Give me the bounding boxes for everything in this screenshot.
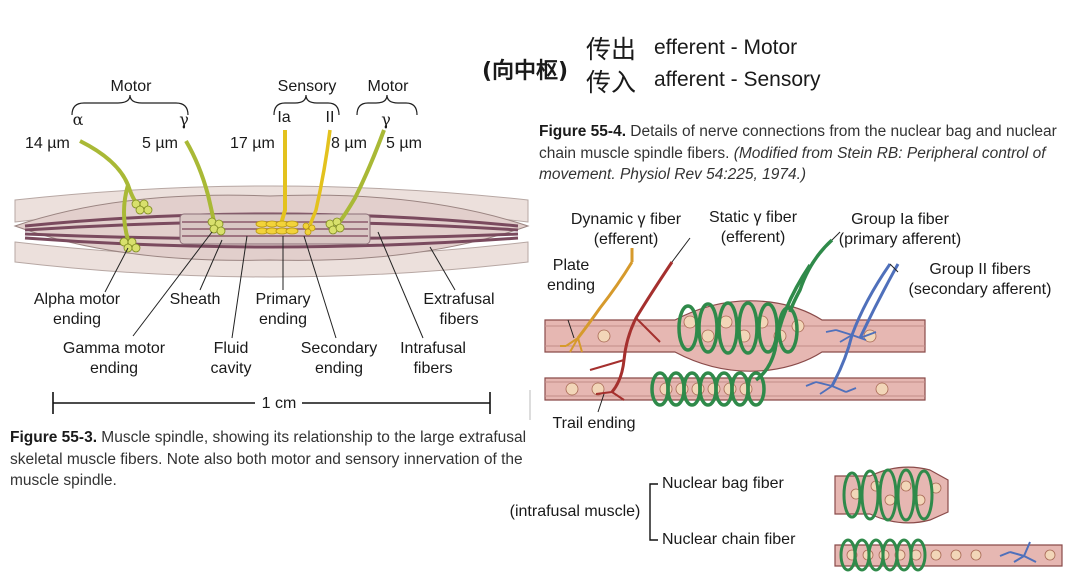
- leader-static: [671, 237, 691, 263]
- cn-efferent-en: efferent - Motor: [654, 36, 798, 59]
- figure-55-3-caption-text: Muscle spindle, showing its relationship…: [10, 429, 527, 489]
- cn-afferent: 传入: [586, 68, 637, 97]
- diameter-14: 14 µm: [25, 135, 70, 152]
- fiber-label-ia: Ia: [277, 109, 291, 126]
- scale-label: 1 cm: [261, 395, 297, 412]
- leader-alpha: [104, 247, 129, 293]
- gamma2-motor-ending: [325, 217, 345, 235]
- label-primary-ending: Primary ending: [255, 291, 311, 328]
- legend-bag-spiral: [842, 468, 934, 522]
- group-ii-fiber-2: [858, 263, 900, 339]
- figure-55-3-caption-bold: Figure 55-3.: [10, 429, 97, 446]
- alpha-motor-ending-lower: [119, 237, 141, 253]
- cn-afferent-en: afferent - Sensory: [654, 68, 821, 91]
- nuclear-chain-stripes: [545, 381, 925, 397]
- static-gamma-fiber: [610, 261, 674, 393]
- cn-prefix: (向中枢): [482, 59, 569, 84]
- legend-nuclear-chain: Nuclear chain fiber: [662, 531, 796, 548]
- diameter-5a: 5 µm: [142, 135, 178, 152]
- fiber-label-gamma2: γ: [381, 110, 391, 129]
- figure-55-4-caption-bold: Figure 55-4.: [539, 123, 626, 140]
- figure-55-4-caption-italic: (Modified from Stein RB: Peripheral cont…: [539, 144, 1046, 184]
- sensory-bracket: [273, 94, 340, 116]
- group-label-motor-right: Motor: [367, 78, 409, 95]
- fiber-label-alpha: α: [72, 110, 84, 129]
- leader-trail: [597, 393, 605, 413]
- leader-plate: [567, 319, 575, 339]
- legend-bracket: [649, 483, 658, 541]
- leader-fluid: [231, 235, 248, 339]
- secondary-ending: [302, 222, 316, 236]
- label-alpha-motor-ending: Alpha motor ending: [33, 291, 121, 328]
- legend-intrafusal: (intrafusal muscle): [509, 503, 641, 520]
- leader-group-ii: [889, 263, 899, 273]
- plate-ending: [560, 337, 583, 353]
- label-gamma-motor-ending: Gamma motor ending: [62, 340, 166, 377]
- label-group-ii: Group II fibers (secondary afferent): [908, 261, 1052, 298]
- legend-chain-spiral: [839, 538, 927, 572]
- leader-extrafusal: [429, 246, 456, 291]
- group-ia-fiber-lower: [754, 264, 812, 382]
- fiber-label-gamma1: γ: [179, 110, 189, 129]
- gamma1-fiber: [184, 139, 216, 223]
- ii-fiber: [308, 129, 332, 226]
- label-dynamic-gamma: Dynamic γ fiber (efferent): [570, 211, 682, 248]
- figure-55-4-caption-text: Details of nerve connections from the nu…: [539, 123, 1057, 162]
- label-sheath: Sheath: [169, 291, 221, 308]
- trail-ending: [589, 317, 661, 401]
- figure-55-3-caption: Figure 55-3. Muscle spindle, showing its…: [10, 427, 528, 492]
- cn-efferent: 传出: [586, 35, 637, 64]
- leader-gamma-motor: [132, 231, 213, 337]
- legend-chain-group-ii: [999, 541, 1037, 563]
- group-label-motor-left: Motor: [110, 78, 152, 95]
- legend-nuclear-bag: Nuclear bag fiber: [662, 475, 784, 492]
- group-label-sensory: Sensory: [277, 78, 337, 95]
- leader-sheath: [199, 239, 223, 291]
- ia-spiral-chain: [650, 371, 766, 407]
- alpha-fiber-branch: [122, 184, 130, 241]
- label-static-gamma: Static γ fiber (efferent): [708, 209, 798, 246]
- label-extrafusal-fibers: Extrafusal fibers: [423, 291, 495, 328]
- figure-55-4-caption: Figure 55-4. Details of nerve connection…: [539, 121, 1061, 186]
- label-group-ia: Group Ia fiber (primary afferent): [838, 211, 962, 248]
- gamma2-fiber: [336, 129, 386, 226]
- leader-secondary: [303, 235, 337, 339]
- motor-bracket: [71, 94, 189, 116]
- intrafusal-fiber-4: [24, 236, 519, 249]
- fiber-label-ii: II: [325, 109, 335, 126]
- leader-intrafusal: [377, 231, 424, 339]
- label-secondary-ending: Secondary ending: [300, 340, 378, 377]
- group-ii-endings: [805, 329, 877, 395]
- diameter-5b: 5 µm: [386, 135, 422, 152]
- diameter-17: 17 µm: [230, 135, 275, 152]
- alpha-motor-ending-upper: [131, 199, 153, 215]
- legend-chain-fiber: [834, 544, 1063, 567]
- scale-bar: [52, 392, 491, 414]
- group-ia-fiber: [788, 238, 834, 313]
- primary-ending: [255, 220, 299, 235]
- leader-group-ia: [831, 231, 841, 241]
- label-fluid-cavity: Fluid cavity: [210, 340, 252, 377]
- label-trail-ending: Trail ending: [552, 415, 636, 432]
- diameter-8: 8 µm: [331, 135, 367, 152]
- motor-right-bracket: [356, 94, 418, 116]
- ia-fiber: [279, 130, 287, 225]
- dynamic-gamma-fiber: [576, 261, 634, 339]
- gamma-motor-ending: [207, 217, 226, 236]
- label-plate-ending: Plate ending: [546, 257, 596, 294]
- label-intrafusal-fibers: Intrafusal fibers: [400, 340, 466, 377]
